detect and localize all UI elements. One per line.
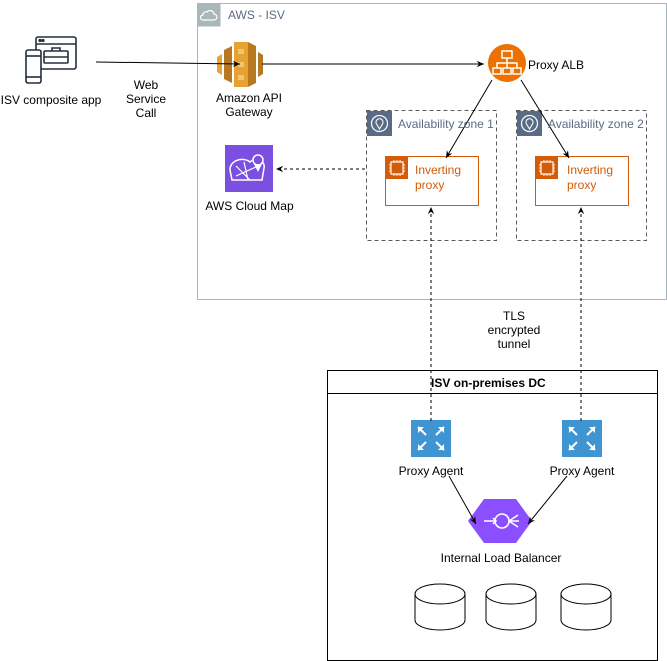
- dc-group-title: ISV on-premises DC: [431, 376, 546, 390]
- proxy-agent-icon: [411, 420, 451, 457]
- internal-load-balancer-icon: [468, 499, 532, 543]
- mobile-app-icon: [25, 36, 77, 84]
- location-pin-icon: [367, 111, 392, 136]
- api-gateway-label: Amazon API Gateway: [206, 91, 292, 119]
- inverting-proxy-2-label: Inverting proxy: [567, 163, 613, 193]
- availability-zone-2-title: Availability zone 2: [548, 117, 644, 131]
- proxy-2-line-2: proxy: [567, 178, 597, 192]
- connector-alb-to-proxy-2: [520, 79, 570, 159]
- connector-agent-2-to-ilb: [527, 475, 568, 525]
- ec2-instance-icon: [386, 157, 408, 179]
- proxy-alb-label: Proxy ALB: [528, 58, 585, 72]
- web-call-line-1: Web: [133, 78, 159, 92]
- database-icon: [560, 583, 612, 631]
- cloud-map-icon: [225, 145, 273, 192]
- tunnel-line-2: encrypted: [487, 323, 541, 337]
- ec2-instance-icon: [536, 157, 558, 179]
- load-balancer-icon: [488, 44, 526, 82]
- tls-tunnel-label: TLS encrypted tunnel: [474, 309, 554, 351]
- location-pin-icon: [517, 111, 542, 136]
- web-service-call-label: Web Service Call: [115, 78, 177, 120]
- proxy-1-line-2: proxy: [415, 178, 445, 192]
- proxy-agent-1-label: Proxy Agent: [398, 464, 464, 478]
- cloud-map-label: AWS Cloud Map: [205, 199, 294, 213]
- proxy-agent-icon: [562, 420, 602, 457]
- connector-agent-1-to-ilb: [448, 475, 477, 525]
- proxy-2-line-1: Inverting: [567, 163, 614, 177]
- availability-zone-1-title: Availability zone 1: [398, 117, 494, 131]
- tunnel-line-1: TLS: [502, 309, 525, 323]
- aws-isv-group-title: AWS - ISV: [228, 8, 285, 22]
- web-call-line-3: Call: [135, 106, 157, 120]
- proxy-agent-2-label: Proxy Agent: [549, 464, 615, 478]
- connector-app-to-api-gateway: [95, 60, 241, 68]
- internal-load-balancer-label: Internal Load Balancer: [440, 551, 562, 565]
- composite-app-label: ISV composite app: [0, 93, 102, 107]
- database-icon: [485, 583, 537, 631]
- aws-cloud-icon: [197, 3, 221, 27]
- connector-alb-to-proxy-1: [445, 79, 493, 159]
- api-gateway-line-2: Gateway: [225, 105, 273, 119]
- inverting-proxy-1-label: Inverting proxy: [415, 163, 461, 193]
- api-gateway-icon: [217, 42, 263, 87]
- tunnel-line-3: tunnel: [497, 337, 531, 351]
- database-icon: [414, 583, 466, 631]
- api-gateway-line-1: Amazon API: [215, 91, 283, 105]
- web-call-line-2: Service: [125, 92, 166, 106]
- proxy-1-line-1: Inverting: [415, 163, 462, 177]
